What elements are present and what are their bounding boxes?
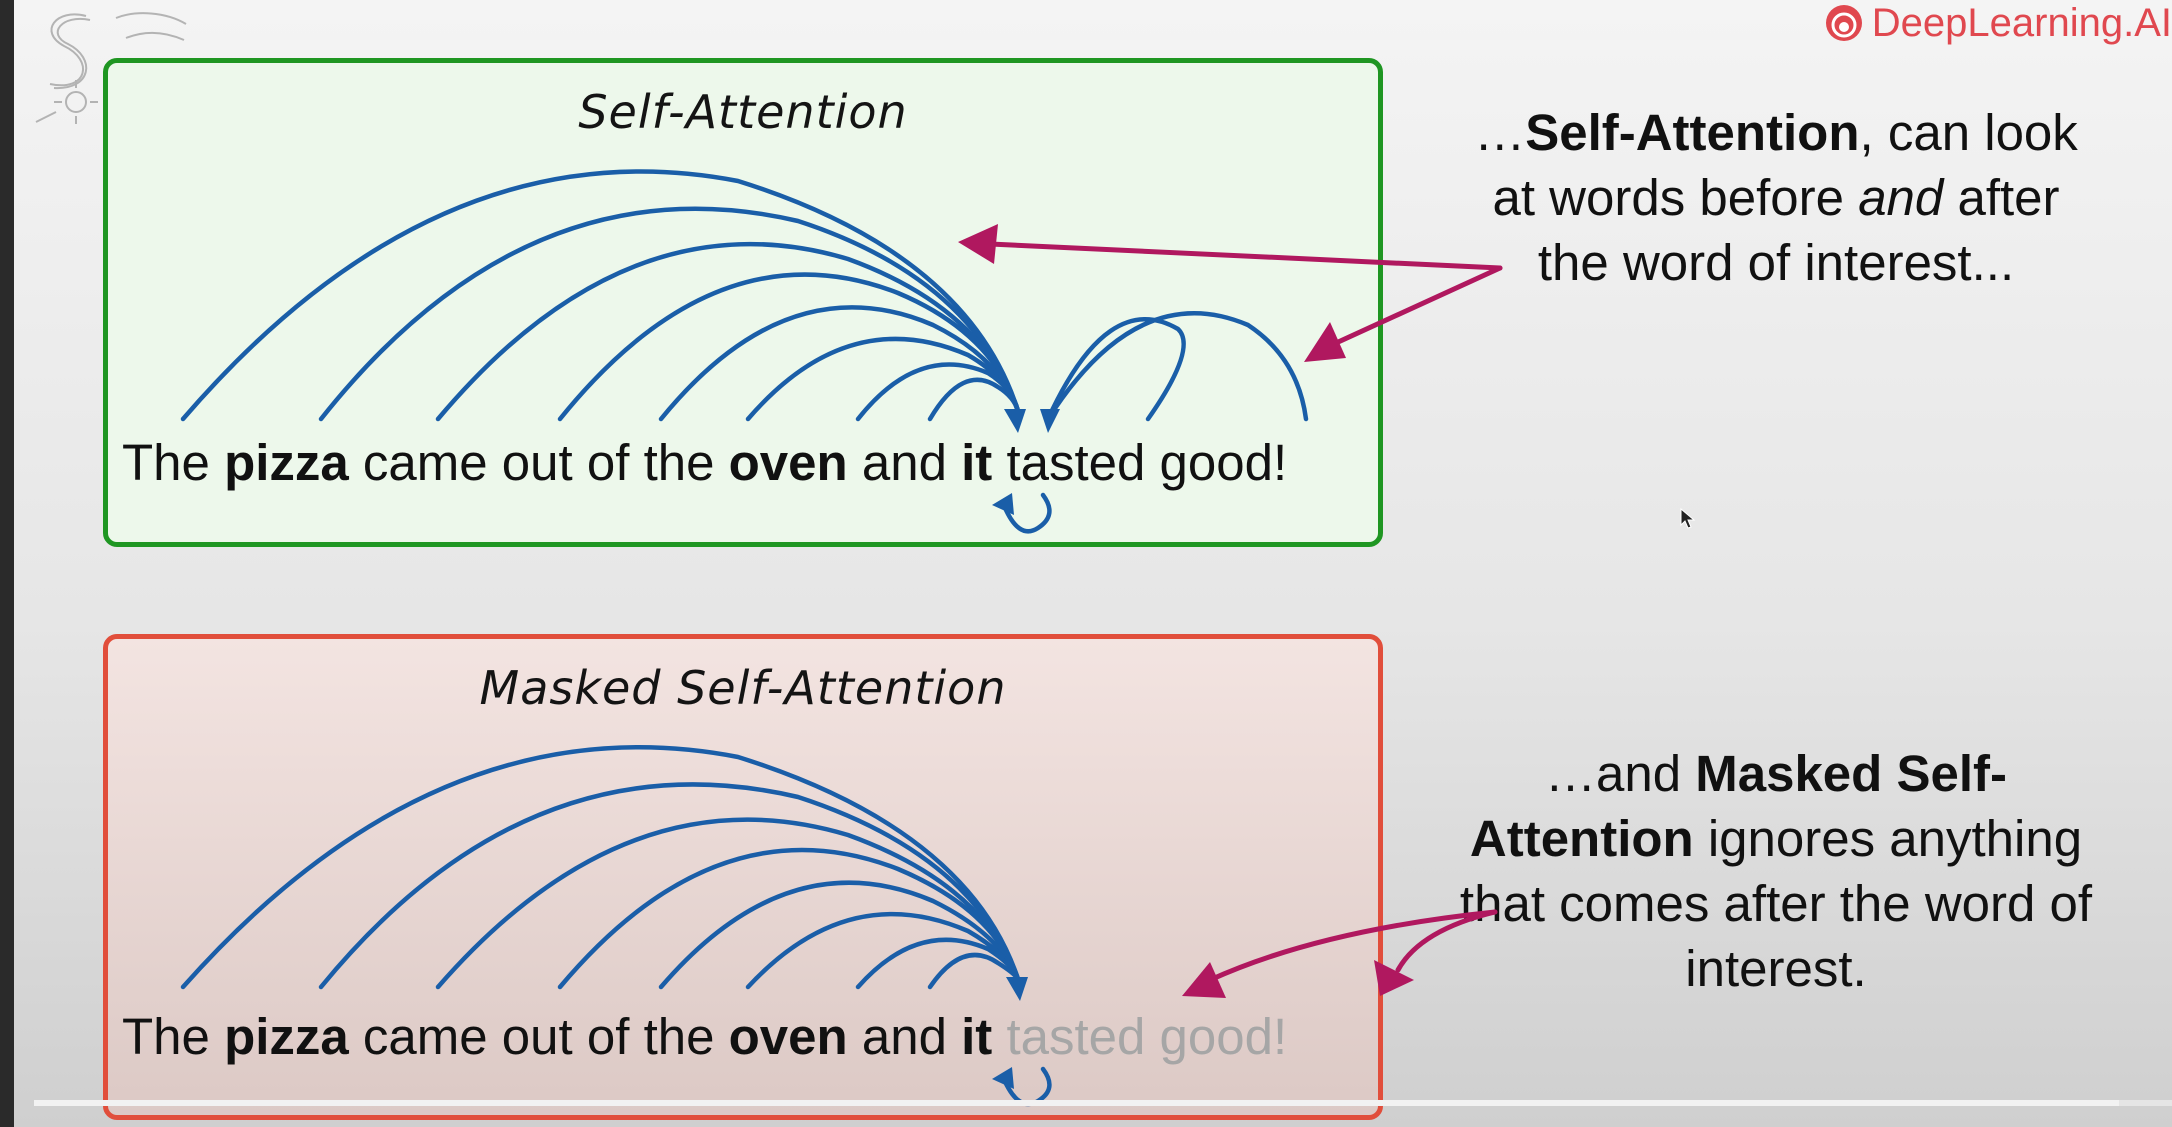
mouse-cursor-icon	[1680, 508, 1696, 529]
note-term-masked-self-attention: Masked Self-Attention	[1469, 745, 2008, 867]
self-attention-note: …Self-Attention, can look at words befor…	[1456, 100, 2096, 295]
note-text: ignores anything that comes after the wo…	[1459, 810, 2093, 997]
arrowhead	[1006, 977, 1028, 1001]
note-ellipsis: …	[1474, 104, 1526, 161]
word-oven: oven	[728, 434, 848, 491]
masked-self-attention-note: …and Masked Self-Attention ignores anyth…	[1456, 741, 2096, 1001]
word-the: The	[122, 1008, 225, 1065]
words-tasted-good-faded: tasted good!	[992, 1008, 1288, 1065]
word-oven: oven	[728, 1008, 848, 1065]
attention-arc	[180, 745, 1021, 990]
word-the: The	[122, 434, 225, 491]
note-text: after the word of interest...	[1537, 169, 2060, 291]
arrowhead	[1004, 409, 1026, 433]
words-came-out-of-the: came out of the	[348, 1008, 729, 1065]
attention-arc	[1045, 311, 1309, 422]
note-text: …and	[1544, 745, 1696, 802]
attention-arc	[658, 880, 1021, 990]
attention-arc	[658, 305, 1021, 422]
statquest-logo-icon	[35, 12, 187, 124]
attention-arc	[1045, 317, 1186, 422]
attention-arc	[435, 241, 1021, 422]
word-it: it	[961, 434, 993, 491]
word-and: and	[847, 434, 962, 491]
attention-arc	[557, 847, 1021, 990]
masked-self-attention-sentence: The pizza came out of the oven and it ta…	[122, 1007, 1287, 1066]
self-attention-title: Self-Attention	[578, 85, 908, 139]
brand-name: DeepLearning.AI	[1871, 0, 2172, 45]
word-pizza: pizza	[224, 1008, 349, 1065]
words-came-out-of-the: came out of the	[348, 434, 729, 491]
note-term-self-attention: Self-Attention	[1525, 104, 1860, 161]
attention-arc	[318, 782, 1021, 990]
arrowhead	[992, 1067, 1014, 1089]
word-pizza: pizza	[224, 434, 349, 491]
word-it: it	[961, 1008, 993, 1065]
self-attention-sentence: The pizza came out of the oven and it ta…	[122, 433, 1287, 492]
masked-attention-arcs	[180, 745, 1052, 1107]
note-text: , can look at words before	[1492, 104, 2078, 226]
attention-arc	[318, 206, 1021, 422]
masked-self-attention-title: Masked Self-Attention	[479, 661, 1007, 715]
masked-self-attention-panel: Masked Self-Attention The pizza came out…	[103, 634, 1383, 1120]
video-progress-bar[interactable]	[34, 1100, 2172, 1106]
attention-arc	[855, 937, 1021, 990]
window-edge	[0, 0, 14, 1127]
arrowhead	[992, 493, 1014, 515]
note-emphasis-and: and	[1858, 169, 1944, 226]
attention-arc	[435, 817, 1021, 990]
deeplearning-swirl-icon	[1825, 5, 1862, 41]
word-and: and	[847, 1008, 962, 1065]
arrowhead	[1040, 409, 1060, 433]
self-attention-arcs	[180, 169, 1309, 534]
video-progress-fill	[34, 1100, 2119, 1106]
attention-arc	[927, 952, 1021, 990]
self-attention-panel: Self-Attention The pizza came out of the…	[103, 58, 1383, 547]
attention-arc	[557, 272, 1021, 422]
words-tasted-good: tasted good!	[992, 434, 1288, 491]
attention-arc	[927, 377, 1021, 422]
brand-logo: DeepLearning.AI	[1824, 0, 2172, 46]
self-loop-arc	[1000, 492, 1052, 534]
attention-arc	[180, 169, 1021, 422]
attention-arc	[745, 911, 1021, 990]
